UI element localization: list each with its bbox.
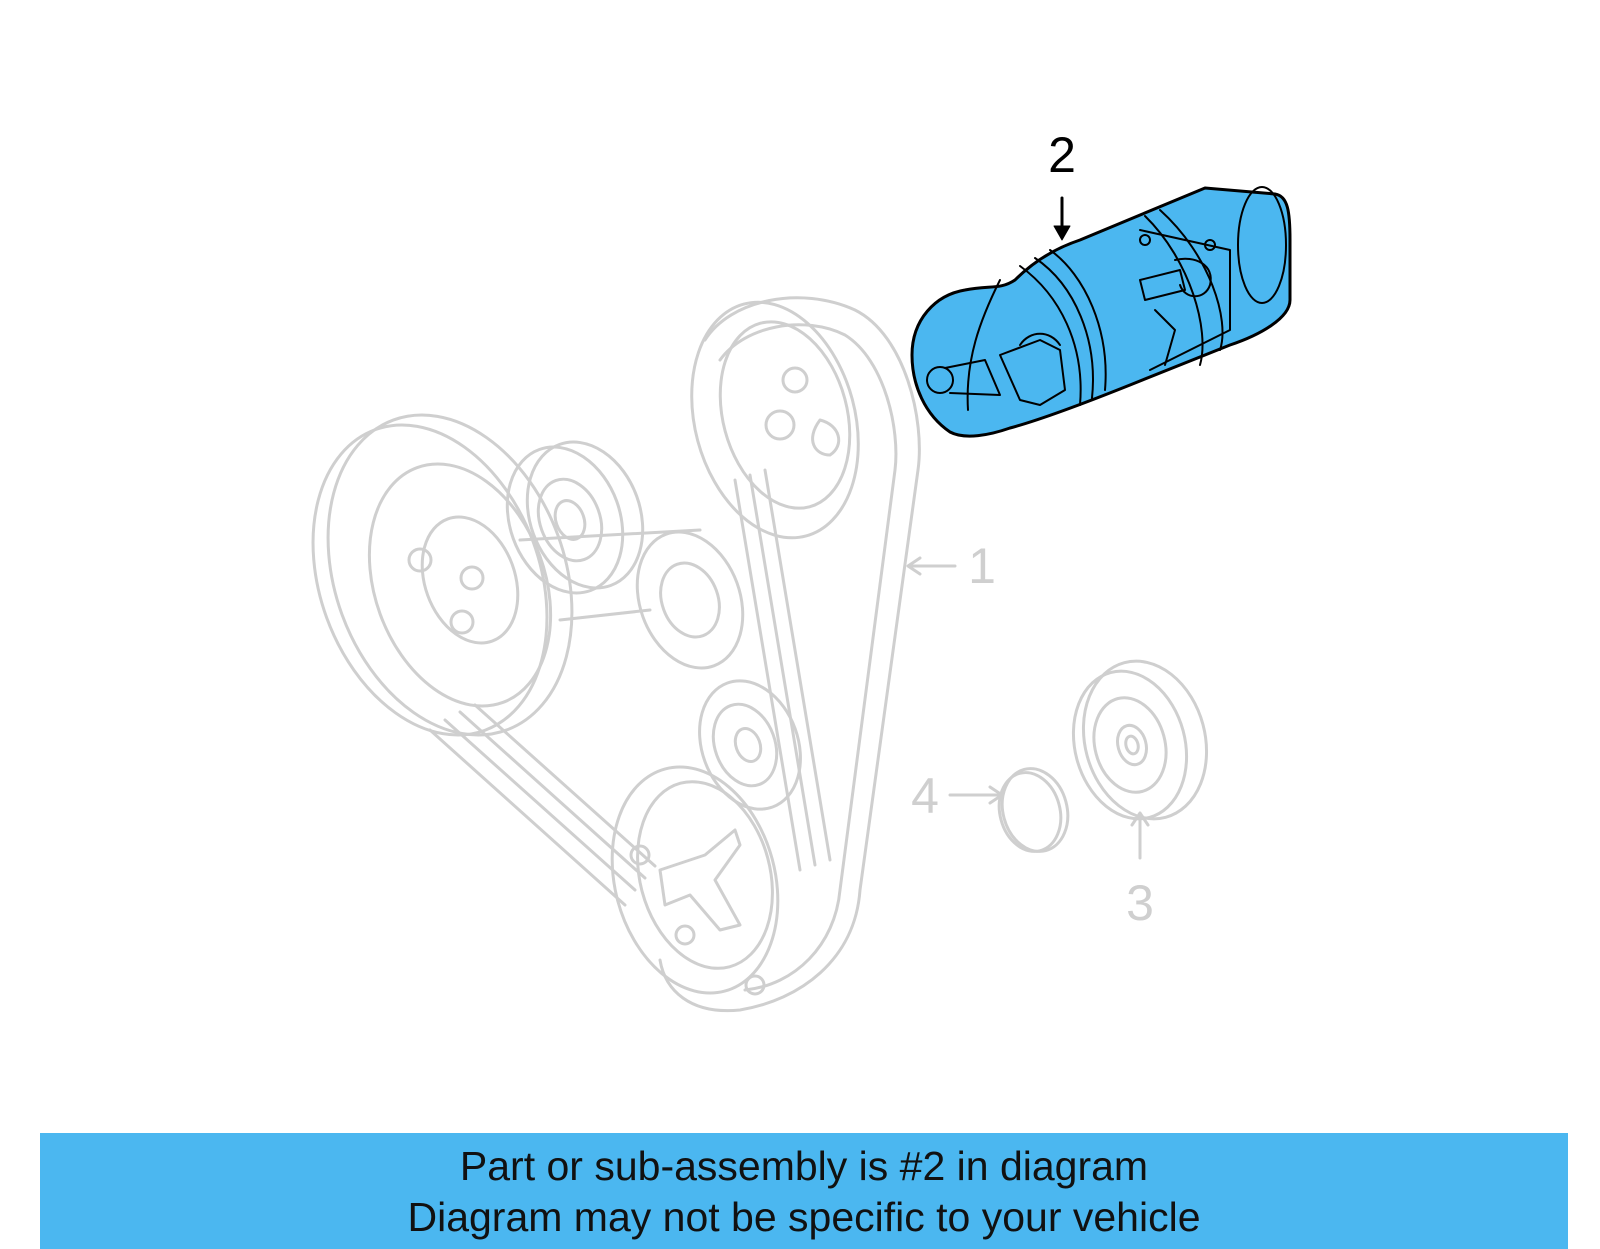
belt-assembly-drawing bbox=[311, 296, 1209, 1013]
callout-label-4: 4 bbox=[911, 768, 939, 824]
highlighted-part-2[interactable] bbox=[910, 186, 1292, 438]
callout-label-2: 2 bbox=[1048, 127, 1076, 183]
callout-label-1: 1 bbox=[968, 538, 996, 594]
banner-line-disclaimer: Diagram may not be specific to your vehi… bbox=[407, 1194, 1201, 1240]
banner-line-part: Part or sub-assembly is #2 in diagram bbox=[459, 1143, 1149, 1189]
callout-label-3: 3 bbox=[1126, 875, 1154, 931]
info-banner: Part or sub-assembly is #2 in diagram Di… bbox=[40, 1133, 1568, 1249]
